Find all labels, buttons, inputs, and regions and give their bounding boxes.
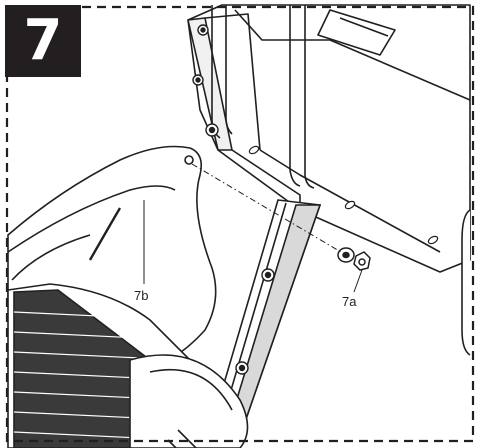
callout-label-7b: 7b — [134, 288, 149, 303]
motor-drum — [7, 283, 249, 448]
housing-bolts — [192, 24, 219, 137]
step-border — [5, 5, 475, 443]
rail-bolts — [235, 268, 275, 375]
step-number-badge: 7 — [5, 5, 81, 77]
leader-lines — [143, 200, 363, 293]
callout-label-7a: 7a — [342, 294, 357, 309]
assembly-axis-line — [191, 163, 347, 256]
washer-nut-7a — [337, 247, 371, 271]
housing-slots — [248, 145, 439, 245]
upper-housing — [187, 4, 471, 273]
right-bracket — [461, 209, 471, 356]
